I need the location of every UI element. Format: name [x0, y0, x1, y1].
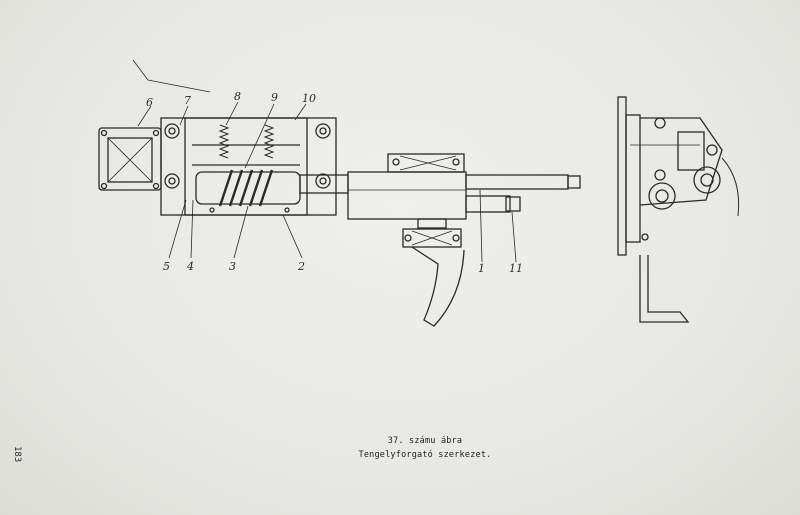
main-housing [160, 117, 337, 216]
page-number: 183 [12, 446, 22, 463]
upper-bracket [387, 153, 465, 173]
leader-lines [137, 101, 517, 263]
figure-number: 37. számu ábra [387, 436, 463, 446]
stray-mark [132, 59, 211, 93]
label-9: 9 [271, 91, 278, 104]
springs [218, 124, 275, 159]
label-5: 5 [163, 260, 170, 273]
left-housing [98, 127, 162, 191]
figure-title: Tengelyforgató szerkezet. [358, 450, 492, 460]
label-2: 2 [297, 260, 305, 273]
label-7: 7 [184, 94, 191, 107]
label-11: 11 [509, 262, 523, 275]
main-shaft [299, 171, 581, 229]
label-6: 6 [146, 96, 153, 109]
label-3: 3 [229, 260, 236, 273]
worm-gear [195, 169, 301, 213]
label-10: 10 [302, 92, 316, 105]
label-1: 1 [478, 262, 485, 275]
hook-arm [402, 228, 465, 327]
label-8: 8 [234, 90, 241, 103]
side-view [617, 96, 740, 323]
label-4: 4 [186, 260, 194, 273]
